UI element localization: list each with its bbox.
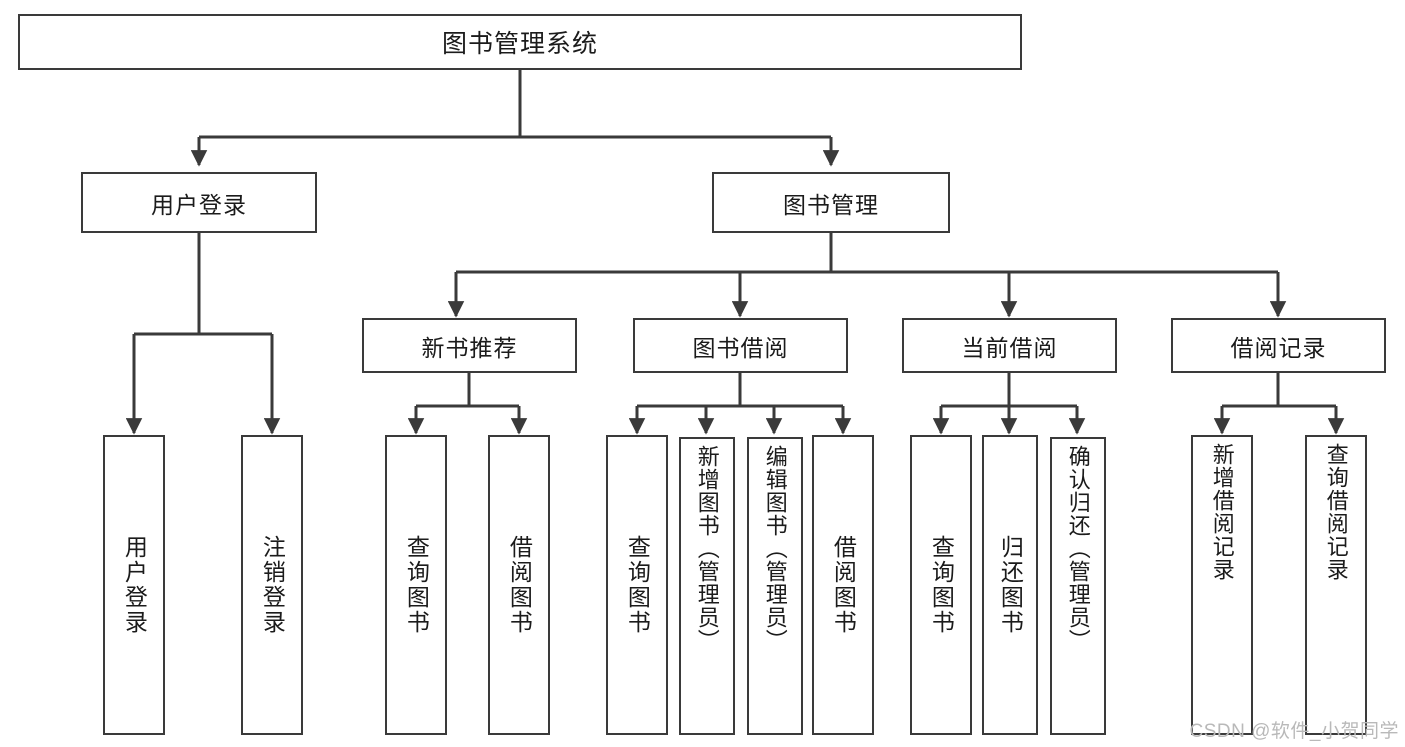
leaf-record-query-record[interactable]: 查询借阅记录 bbox=[1305, 435, 1367, 735]
node-current-borrow[interactable]: 当前借阅 bbox=[902, 318, 1117, 373]
leaf-record-add-record[interactable]: 新增借阅记录 bbox=[1191, 435, 1253, 735]
node-label: 用户登录 bbox=[121, 535, 148, 635]
node-label: 确认归还（管理员） bbox=[1065, 445, 1091, 652]
node-user-login[interactable]: 用户登录 bbox=[81, 172, 317, 233]
node-label: 用户登录 bbox=[151, 191, 247, 218]
node-label: 编辑图书（管理员） bbox=[762, 445, 788, 652]
leaf-borrow-query-book[interactable]: 查询图书 bbox=[606, 435, 668, 735]
node-label: 图书管理 bbox=[783, 191, 879, 218]
node-borrow-record[interactable]: 借阅记录 bbox=[1171, 318, 1386, 373]
node-label: 查询图书 bbox=[624, 535, 651, 635]
leaf-user-login-login[interactable]: 用户登录 bbox=[103, 435, 165, 735]
leaf-user-login-logout[interactable]: 注销登录 bbox=[241, 435, 303, 735]
node-book-borrow[interactable]: 图书借阅 bbox=[633, 318, 848, 373]
node-label: 借阅图书 bbox=[506, 535, 533, 635]
node-book-management[interactable]: 图书管理 bbox=[712, 172, 950, 233]
node-label: 借阅图书 bbox=[830, 535, 857, 635]
node-label: 新增图书（管理员） bbox=[694, 445, 720, 652]
node-label: 新增借阅记录 bbox=[1209, 443, 1235, 581]
node-root-system[interactable]: 图书管理系统 bbox=[18, 14, 1022, 70]
node-label: 查询图书 bbox=[928, 535, 955, 635]
leaf-borrow-add-book-admin[interactable]: 新增图书（管理员） bbox=[679, 437, 735, 735]
node-label: 借阅记录 bbox=[1230, 334, 1327, 361]
leaf-borrow-edit-book-admin[interactable]: 编辑图书（管理员） bbox=[747, 437, 803, 735]
leaf-current-query-book[interactable]: 查询图书 bbox=[910, 435, 972, 735]
node-label: 图书管理系统 bbox=[441, 30, 598, 58]
leaf-current-return-book[interactable]: 归还图书 bbox=[982, 435, 1038, 735]
node-label: 图书借阅 bbox=[692, 334, 789, 361]
leaf-recommend-borrow-book[interactable]: 借阅图书 bbox=[488, 435, 550, 735]
node-label: 注销登录 bbox=[259, 535, 286, 635]
node-label: 当前借阅 bbox=[961, 334, 1058, 361]
leaf-borrow-borrow-book[interactable]: 借阅图书 bbox=[812, 435, 874, 735]
node-new-book-recommend[interactable]: 新书推荐 bbox=[362, 318, 577, 373]
node-label: 归还图书 bbox=[997, 535, 1024, 635]
leaf-recommend-query-book[interactable]: 查询图书 bbox=[385, 435, 447, 735]
node-label: 查询图书 bbox=[403, 535, 430, 635]
leaf-current-confirm-return-admin[interactable]: 确认归还（管理员） bbox=[1050, 437, 1106, 735]
node-label: 查询借阅记录 bbox=[1323, 443, 1349, 581]
csdn-watermark: CSDN @软件_小贺同学 bbox=[1189, 721, 1399, 742]
node-label: 新书推荐 bbox=[421, 334, 518, 361]
